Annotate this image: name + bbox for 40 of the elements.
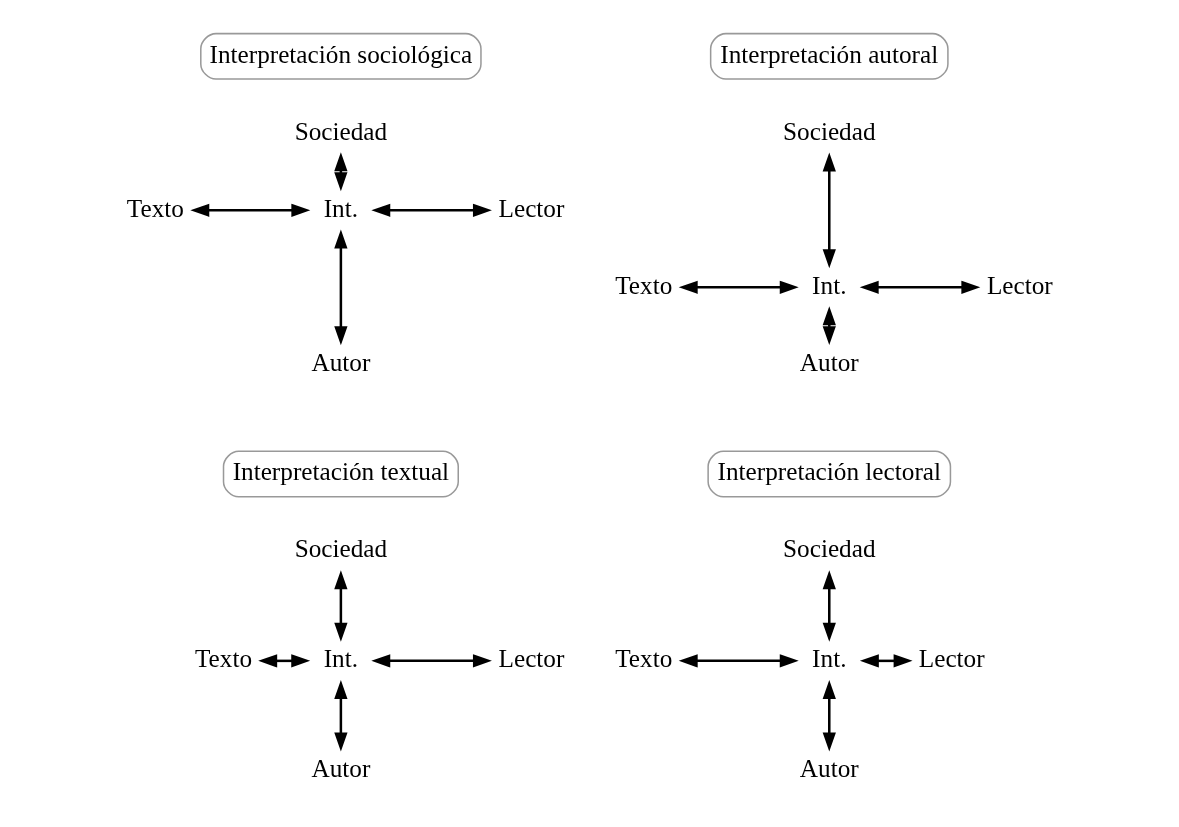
arrow <box>822 152 836 269</box>
node-text: Autor <box>799 754 859 782</box>
arrow <box>371 654 492 668</box>
node-text: Sociedad <box>294 117 388 145</box>
arrow <box>822 306 836 346</box>
arrow <box>190 203 311 217</box>
node-text: Texto <box>194 645 253 673</box>
node-text: Int. <box>323 194 359 222</box>
arrow <box>822 570 836 642</box>
arrow <box>334 152 348 192</box>
node-text: Int. <box>323 645 359 673</box>
arrow <box>258 654 311 668</box>
node-text: Lector <box>498 645 565 673</box>
arrow <box>334 680 348 752</box>
node-box: Interpretación autoral <box>709 32 949 80</box>
node-text: Sociedad <box>294 535 388 563</box>
arrow <box>334 570 348 642</box>
arrow <box>371 203 492 217</box>
arrow <box>334 229 348 346</box>
arrow <box>678 654 799 668</box>
node-text: Texto <box>126 194 184 222</box>
node-text: Lector <box>498 194 565 222</box>
arrow <box>822 680 836 752</box>
node-box: Interpretación textual <box>222 450 459 498</box>
arrow <box>859 280 981 294</box>
node-text: Sociedad <box>783 535 876 563</box>
node-text: Sociedad <box>783 117 876 145</box>
node-text: Int. <box>812 645 847 673</box>
node-text: Lector <box>918 645 985 673</box>
node-text: Autor <box>311 754 371 782</box>
node-box: Interpretación sociológica <box>200 32 482 80</box>
node-text: Lector <box>986 271 1053 299</box>
arrow <box>859 654 913 668</box>
node-box: Interpretación lectoral <box>707 450 952 498</box>
node-text: Int. <box>812 271 847 299</box>
node-text: Autor <box>799 348 859 376</box>
node-text: Texto <box>615 271 673 299</box>
arrow <box>678 280 799 294</box>
node-text: Autor <box>311 348 371 376</box>
node-text: Texto <box>615 645 673 673</box>
